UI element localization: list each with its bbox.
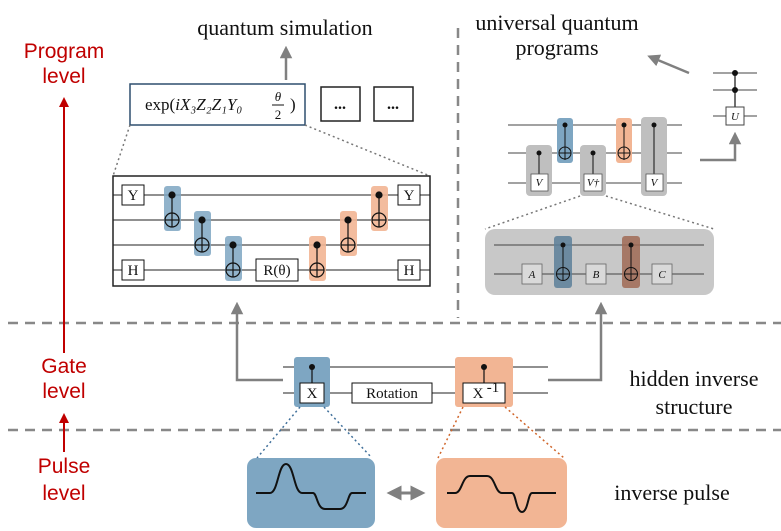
gate-level-label: Gate level [41,355,87,403]
exp-body: iX₃Z₂Z₁Y₀ [175,95,242,114]
gate-rotation-theta: R(θ) [263,263,290,279]
gate-level-line1: Gate [41,355,87,378]
gate-v-1: V [536,177,544,189]
gate-h-right: H [404,263,415,279]
gate-y-right: Y [404,188,415,204]
svg-text:exp(iX₃Z₂Z₁Y₀: exp(iX₃Z₂Z₁Y₀ [145,95,242,114]
zoom-pulse-xinv-left [437,406,464,459]
program-level-line2: level [42,65,85,88]
hidden-inverse-line1: hidden inverse [630,366,759,391]
u-decomposition-arrow [700,131,742,162]
zoom-line-right [304,124,431,177]
pulse-xinv-waveform [447,475,556,514]
program-level-line1: Program [24,40,105,63]
gate-rotation: Rotation [366,386,418,402]
abc-background [485,229,714,295]
zoom-line-abc-right [605,195,715,230]
inverse-pulse-label: inverse pulse [614,480,729,505]
gate-v-2: V [651,177,659,189]
pulse-level-line1: Pulse [38,455,91,478]
zoom-line-abc-left [484,195,581,230]
abc-decomposition: A B C [485,229,714,295]
zoom-line-left [112,124,131,177]
gate-x: X [307,386,318,402]
pulse-x-waveform [256,462,366,510]
controlled-u-circuit: U [713,70,757,126]
zoom-pulse-x-right [323,406,373,459]
gate-h-left: H [128,263,139,279]
pulse-xinv-box [436,458,567,528]
gate-level-line2: level [42,380,85,403]
exp-close: ) [290,95,296,114]
gate-y-left: Y [128,188,139,204]
zoom-pulse-xinv-right [504,406,565,459]
universal-programs-line2: programs [515,35,598,60]
quantum-simulation-label: quantum simulation [197,15,372,40]
gate-a: A [528,269,536,281]
gate-c: C [658,269,666,281]
gate-to-universal-arrow [548,301,608,382]
pulse-level-line2: level [42,482,85,505]
v-decomposition-circuit: V V† V [508,117,682,196]
gate-level-circuit: X Rotation X -1 [283,357,548,407]
pulse-x-box [247,458,375,528]
ellipsis-1: ... [334,96,346,113]
exp-two: 2 [275,107,282,122]
simulation-circuit: Y Y H H R(θ) [112,175,431,287]
gate-to-simulation-arrow [230,301,283,382]
gate-u: U [731,111,740,123]
ellipsis-2: ... [387,96,399,113]
universal-arrow [647,54,690,75]
gate-b: B [593,269,600,281]
exp-prefix: exp( [145,95,176,114]
exp-theta: θ [275,89,282,104]
exp-operator-box: exp(iX₃Z₂Z₁Y₀ θ 2 ) [129,83,306,126]
gate-x-inverse-sup: -1 [487,380,500,396]
gate-x-inverse: X [473,386,484,402]
ellipsis-box-1: ... [320,86,361,122]
zoom-pulse-x-left [256,406,301,459]
gate-v-dagger: V† [587,177,600,189]
program-level-label: Program level [24,40,105,88]
ellipsis-box-2: ... [373,86,414,122]
hidden-inverse-line2: structure [656,394,733,419]
pulse-level-label: Pulse level [38,455,91,505]
universal-programs-line1: universal quantum [475,10,638,35]
